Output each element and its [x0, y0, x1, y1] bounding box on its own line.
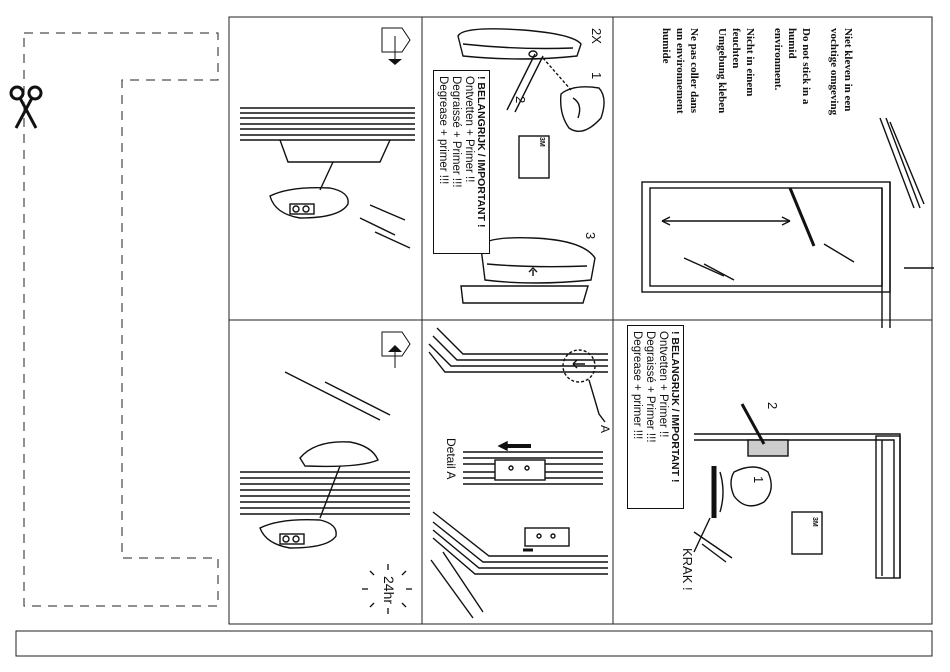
- warning-line-5: humid: [786, 28, 798, 59]
- important-line-2: Degraissé + Primer !!!: [450, 76, 462, 188]
- wipe-brand-label: 3M: [538, 137, 545, 147]
- warning-line-2: vochtige omgeving: [828, 28, 840, 116]
- warning-line-14: humide: [660, 28, 672, 64]
- magnet-step-2-number: 2: [765, 402, 780, 410]
- step-3-number: 3: [583, 232, 598, 240]
- important-line-2-3: Degrease + primer !!!: [631, 331, 643, 440]
- important-line-2-2: Degraissé + Primer !!!: [644, 331, 656, 443]
- step-2-number: 2: [513, 96, 528, 104]
- warning-line-9: feuchten: [730, 28, 742, 69]
- detail-label: Detail A: [444, 438, 458, 480]
- detail-marker: A: [598, 425, 612, 434]
- important-line-2-1: Ontvetten + Primer !!: [657, 331, 669, 438]
- warning-line-11: [701, 28, 715, 115]
- warning-line-4: Do not stick in a: [800, 28, 812, 105]
- warning-line-3: [813, 28, 827, 115]
- illustration-window-frame-top: [641, 117, 934, 328]
- important-line-3: Degrease + primer !!!: [437, 76, 449, 185]
- humidity-warning: Niet kleven in een vochtige omgeving Do …: [659, 28, 855, 115]
- warning-line-1: Niet kleven in een: [842, 28, 854, 112]
- warning-line-13: un environnement: [674, 28, 686, 114]
- wipe-brand-label-bottom: 3M: [811, 517, 818, 527]
- illustration-primer-application: [457, 28, 605, 304]
- krak-label: KRAK !: [680, 548, 695, 591]
- warning-line-10: Umgebung kleben: [716, 28, 728, 114]
- important-line-1: Ontvetten + Primer !!: [463, 76, 475, 183]
- important-heading: ! BELANGRIJK / IMPORTANT !: [475, 76, 487, 228]
- arrow-down-icon: [381, 27, 411, 65]
- important-box-bottom: ! BELANGRIJK / IMPORTANT ! Ontvetten + P…: [627, 325, 684, 509]
- important-heading-2: ! BELANGRIJK / IMPORTANT !: [669, 331, 681, 483]
- warning-line-12: Ne pas coller dans: [688, 28, 700, 114]
- scissors-icon: [9, 85, 43, 129]
- warning-line-6: environment.: [772, 28, 784, 91]
- magnet-step-1-number: 1: [751, 476, 766, 484]
- warning-line-7: [757, 28, 771, 115]
- step-1-number: 1: [589, 72, 604, 80]
- warning-line-8: Nicht in einem: [744, 28, 756, 97]
- illustration-detail-a: [428, 327, 608, 619]
- illustration-window-frame-bottom: [693, 403, 901, 579]
- arrow-up-icon: [381, 331, 411, 368]
- important-box-top: ! BELANGRIJK / IMPORTANT ! Ontvetten + P…: [433, 70, 490, 254]
- timer-label: 24hr: [381, 576, 397, 605]
- timer-icon: [362, 564, 412, 614]
- illustration-sensor-rail-bottom: [240, 371, 410, 549]
- illustration-sensor-rail-top: [240, 107, 415, 249]
